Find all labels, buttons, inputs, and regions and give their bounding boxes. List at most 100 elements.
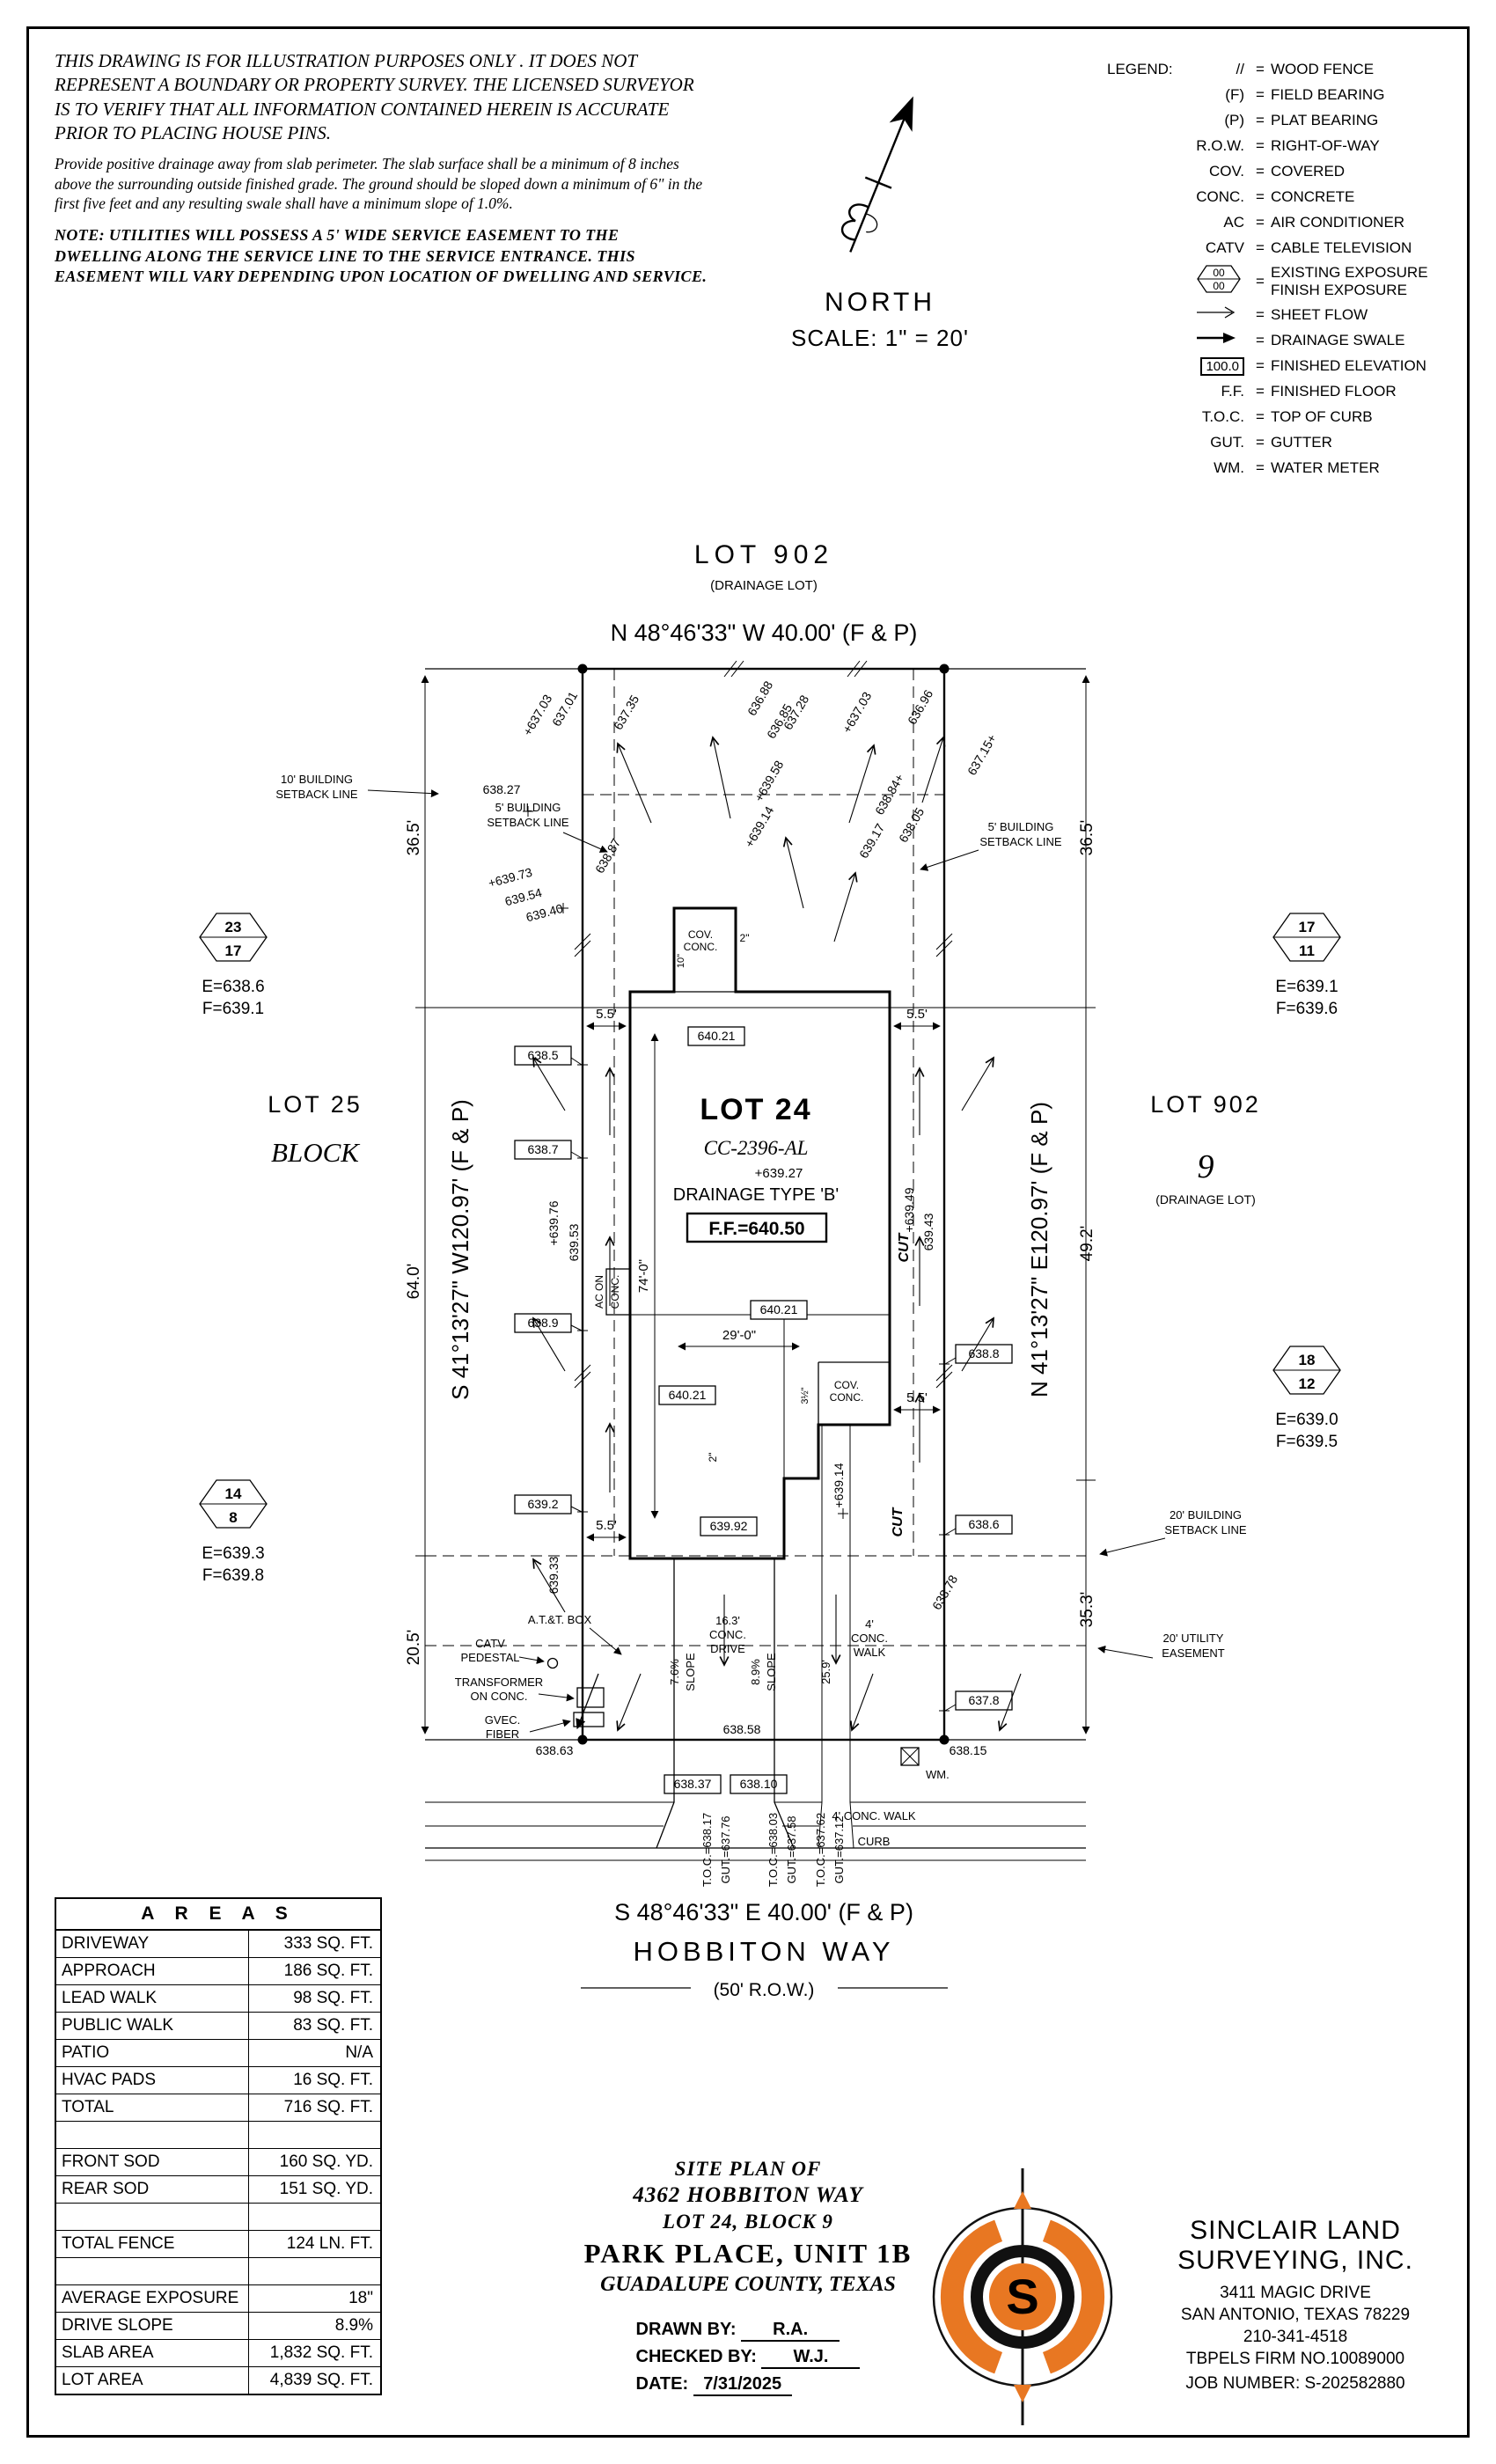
sheet-flow-arrows bbox=[532, 736, 1022, 1732]
svg-text:18: 18 bbox=[1299, 1352, 1316, 1368]
water-meter-label: WM. bbox=[926, 1768, 950, 1781]
setback-label: SETBACK LINE bbox=[487, 816, 569, 829]
spot-elevation: 636.88 bbox=[744, 678, 775, 718]
boxed-elevation: 637.8 bbox=[968, 1693, 999, 1707]
walk-label: WALK bbox=[854, 1646, 886, 1659]
area-value: 98 SQ. FT. bbox=[293, 1989, 373, 2007]
spot-elevation: +639.14 bbox=[832, 1463, 846, 1507]
setback-label: 20' BUILDING bbox=[1170, 1508, 1242, 1522]
svg-text:8: 8 bbox=[229, 1509, 237, 1526]
setback-label: SETBACK LINE bbox=[1164, 1523, 1247, 1536]
bearing-east-label: N 41°13'27" E120.97' (F & P) bbox=[1026, 1102, 1052, 1397]
table-row-blank bbox=[56, 2204, 380, 2231]
spot-elevation: +639.49 bbox=[902, 1187, 916, 1232]
slope-label: SLOPE bbox=[765, 1653, 778, 1691]
area-value: 716 SQ. FT. bbox=[283, 2098, 373, 2116]
area-label: SLAB AREA bbox=[56, 2340, 249, 2366]
wood-fence-marks bbox=[574, 660, 953, 1389]
spot-elevation: 638.15 bbox=[950, 1743, 987, 1757]
title-subdivision: PARK PLACE, UNIT 1B bbox=[583, 2238, 913, 2269]
legend-symbol: GUT. bbox=[1210, 433, 1244, 451]
block-label: BLOCK bbox=[271, 1137, 361, 1168]
legend-equals: = bbox=[1256, 331, 1265, 348]
setback-label: 10' BUILDING bbox=[281, 773, 353, 786]
finish-exposure-value: F=639.1 bbox=[202, 1000, 264, 1018]
area-label: TOTAL FENCE bbox=[56, 2231, 249, 2257]
legend-symbol: CATV bbox=[1205, 238, 1244, 256]
svg-text:11: 11 bbox=[1299, 942, 1315, 959]
legend-desc: FIELD BEARING bbox=[1271, 85, 1385, 103]
area-value: 333 SQ. FT. bbox=[283, 1934, 373, 1953]
walk-label: CONC. bbox=[851, 1632, 888, 1645]
setback-label: SETBACK LINE bbox=[979, 835, 1062, 848]
covered-concrete-label: CONC. bbox=[830, 1391, 864, 1404]
gvec-fiber-label: GVEC. bbox=[485, 1713, 520, 1727]
drainage-swale-arrow-icon bbox=[1177, 331, 1250, 349]
legend-equals: = bbox=[1256, 111, 1265, 128]
legend-row: COV.=COVERED bbox=[1107, 158, 1452, 184]
spot-elevation: +639.58 bbox=[752, 758, 786, 803]
exposure-hex-icon: 00 00 bbox=[1177, 260, 1250, 302]
legend-row: = DRAINAGE SWALE bbox=[1107, 327, 1452, 353]
small-dimension: 10" bbox=[676, 954, 686, 968]
boxed-elevation: 640.21 bbox=[760, 1302, 798, 1316]
slope-label: 8.9% bbox=[749, 1659, 762, 1685]
legend-desc: CABLE TELEVISION bbox=[1271, 238, 1412, 256]
lot-25-label: LOT 25 bbox=[268, 1091, 363, 1118]
svg-text:00: 00 bbox=[1213, 280, 1225, 292]
boxed-elevation: 638.7 bbox=[527, 1142, 558, 1156]
legend-equals: = bbox=[1256, 85, 1265, 103]
covered-concrete-label: CONC. bbox=[684, 941, 718, 953]
legend-desc: PLAT BEARING bbox=[1271, 111, 1379, 128]
dimension-label: 20.5' bbox=[405, 1630, 423, 1666]
area-value: 1,832 SQ. FT. bbox=[269, 2343, 373, 2362]
setback-label: 5' BUILDING bbox=[988, 820, 1054, 833]
date-label: DATE: bbox=[635, 2374, 689, 2394]
spot-elevation: 639.43 bbox=[921, 1213, 935, 1250]
boxed-elevation: 638.9 bbox=[527, 1316, 558, 1330]
drainage-note: Provide positive drainage away from slab… bbox=[55, 155, 703, 212]
street-titles: S 48°46'33" E 40.00' (F & P) HOBBITON WA… bbox=[581, 1899, 948, 2000]
legend-desc: AIR CONDITIONER bbox=[1271, 213, 1405, 231]
dimension-label: 64.0' bbox=[405, 1264, 423, 1300]
legend-row: T.O.C.=TOP OF CURB bbox=[1107, 404, 1452, 429]
gvec-fiber-label: FIBER bbox=[486, 1727, 519, 1741]
spot-elevation: 637.01 bbox=[549, 689, 580, 729]
checked-by-value: W.J. bbox=[761, 2347, 861, 2369]
dimension-lines: 36.5' 64.0' 20.5' 36.5' 49.2' 35.3' S 41… bbox=[405, 675, 1096, 1734]
spot-elevation: 639.54 bbox=[503, 885, 544, 909]
legend-symbol: AC bbox=[1223, 213, 1244, 231]
title-line: SITE PLAN OF bbox=[674, 2158, 822, 2180]
dimension-label: 49.2' bbox=[1078, 1226, 1096, 1262]
area-value: 18" bbox=[348, 2289, 373, 2307]
spot-elevation: +639.73 bbox=[487, 865, 534, 891]
area-label bbox=[56, 2204, 249, 2230]
table-row-blank bbox=[56, 2258, 380, 2285]
legend-desc: COVERED bbox=[1271, 162, 1346, 180]
checked-by-label: CHECKED BY: bbox=[635, 2347, 757, 2366]
easement-label: 20' UTILITY bbox=[1163, 1632, 1224, 1645]
drainage-type-label: DRAINAGE TYPE 'B' bbox=[673, 1185, 839, 1205]
scale-label: SCALE: 1" = 20' bbox=[791, 325, 969, 351]
public-walk-label: 4' CONC. WALK bbox=[832, 1809, 916, 1822]
sheet-border bbox=[26, 26, 1470, 2438]
plus-marks bbox=[523, 806, 950, 1716]
area-label: FRONT SOD bbox=[56, 2149, 249, 2175]
spot-elevations: +637.03 637.01 637.35 636.88 636.85 637.… bbox=[483, 678, 1000, 1757]
att-box-label: A.T.&T. BOX bbox=[528, 1613, 592, 1626]
legend-symbol: CONC. bbox=[1196, 187, 1244, 205]
area-value: 4,839 SQ. FT. bbox=[269, 2371, 373, 2389]
transformer-label: TRANSFORMER bbox=[455, 1676, 543, 1689]
legend-equals: = bbox=[1256, 407, 1265, 425]
dimension-label: 74'-0" bbox=[636, 1259, 651, 1293]
exposure-hex: 18 12 E=639.0 F=639.5 bbox=[1272, 1346, 1341, 1451]
legend-desc: SHEET FLOW bbox=[1271, 305, 1368, 323]
lot-24-label: LOT 24 bbox=[700, 1093, 811, 1126]
date-value: 7/31/2025 bbox=[693, 2374, 792, 2396]
area-value: 124 LN. FT. bbox=[286, 2234, 373, 2253]
drawn-by-value: R.A. bbox=[741, 2320, 840, 2342]
